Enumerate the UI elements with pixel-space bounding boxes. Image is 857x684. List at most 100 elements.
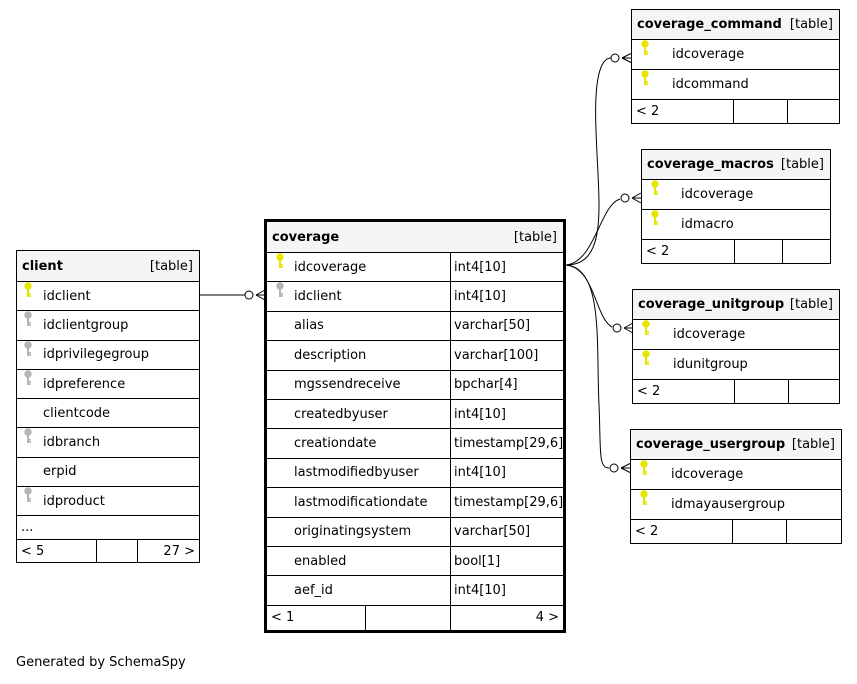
column-name: aef_id: [294, 582, 333, 598]
footer-child-count[interactable]: [787, 100, 839, 123]
footer-spacer: [365, 605, 450, 630]
column-row[interactable]: idbranch: [17, 428, 199, 458]
table-footer: < 2: [642, 240, 830, 263]
foreign-key-icon: [23, 311, 35, 339]
footer-spacer: [96, 540, 137, 563]
table-type-tag: [table]: [780, 157, 824, 172]
column-row[interactable]: createdbyuser int4[10]: [267, 399, 563, 430]
column-row[interactable]: idcommand: [632, 70, 839, 100]
column-name: idproduct: [43, 493, 105, 509]
column-row[interactable]: idclientgroup: [17, 311, 199, 341]
column-type: timestamp[29,6]: [450, 429, 563, 458]
table-footer: < 2: [631, 520, 841, 543]
column-row[interactable]: erpid: [17, 458, 199, 488]
primary-key-icon: [639, 460, 651, 489]
column-row[interactable]: clientcode: [17, 399, 199, 429]
footer-parent-count[interactable]: < 1: [271, 610, 295, 626]
table-header: coverage_usergroup [table]: [631, 430, 841, 460]
foreign-key-icon: [23, 487, 35, 515]
column-row[interactable]: idunitgroup: [633, 350, 839, 380]
footer-child-count[interactable]: [788, 380, 839, 403]
table-header: coverage_command [table]: [632, 10, 839, 40]
primary-key-icon: [650, 210, 662, 239]
column-row[interactable]: idcoverage: [631, 460, 841, 490]
column-list: idcoverage idunitgroup: [633, 320, 839, 380]
column-name: idclient: [43, 288, 91, 304]
primary-key-icon: [641, 320, 653, 349]
footer-parent-count[interactable]: < 2: [635, 524, 659, 539]
footer-child-count[interactable]: 4 >: [450, 605, 563, 630]
column-row[interactable]: ...: [17, 516, 199, 541]
column-name: idunitgroup: [673, 357, 748, 372]
zero-or-many-marker: [612, 323, 622, 333]
table-coverage-macros[interactable]: coverage_macros [table] idcoverage idmacr…: [641, 149, 831, 264]
column-row[interactable]: creationdate timestamp[29,6]: [267, 429, 563, 459]
column-row[interactable]: idmacro: [642, 210, 830, 240]
column-type: int4[10]: [450, 253, 563, 282]
footer-parent-count[interactable]: < 5: [21, 543, 45, 559]
column-name: idprivilegegroup: [43, 347, 149, 363]
footer-parent-count[interactable]: < 2: [646, 244, 670, 259]
table-footer: < 2: [633, 380, 839, 403]
column-row[interactable]: idcoverage: [642, 180, 830, 210]
table-coverage-usergroup[interactable]: coverage_usergroup [table] idcoverage idm…: [630, 429, 842, 544]
footer-parent-count[interactable]: < 2: [636, 104, 660, 119]
table-header: coverage_macros [table]: [642, 150, 830, 180]
column-name: createdbyuser: [294, 406, 388, 422]
column-type: bool[1]: [450, 546, 563, 576]
column-name: mgssendreceive: [294, 377, 401, 393]
footer-spacer: [732, 520, 786, 543]
crows-foot-marker: [620, 462, 632, 474]
column-row[interactable]: idproduct: [17, 487, 199, 517]
footer-child-count[interactable]: 27 >: [137, 540, 199, 563]
footer-spacer: [734, 380, 788, 403]
zero-or-many-marker: [610, 53, 620, 63]
column-name: idmacro: [681, 217, 734, 232]
crows-foot-marker: [623, 322, 634, 334]
column-type: timestamp[29,6]: [450, 488, 563, 517]
footer-spacer: [734, 240, 782, 263]
column-row[interactable]: idclient: [17, 282, 199, 312]
zero-or-many-marker: [620, 193, 630, 203]
footer-spacer: [733, 100, 787, 123]
column-row[interactable]: idcoverage: [632, 40, 839, 70]
foreign-key-icon: [23, 370, 35, 398]
primary-key-icon: [23, 282, 35, 310]
column-row[interactable]: idprivilegegroup: [17, 340, 199, 370]
table-type-tag: [table]: [513, 229, 557, 245]
column-name: creationdate: [294, 436, 377, 452]
table-name: coverage_usergroup: [636, 437, 786, 452]
column-row[interactable]: idcoverage: [633, 320, 839, 350]
footer-child-count[interactable]: [786, 520, 841, 543]
table-type-tag: [table]: [791, 437, 835, 452]
column-row[interactable]: enabled bool[1]: [267, 546, 563, 577]
column-name: idclient: [294, 289, 342, 305]
column-name: enabled: [294, 553, 347, 569]
column-type: int4[10]: [450, 399, 563, 429]
relationship-coverage-command: [565, 57, 612, 266]
column-name: idcoverage: [671, 467, 744, 482]
table-header: coverage [table]: [267, 222, 563, 253]
column-type: int4[10]: [450, 458, 563, 488]
table-coverage-command[interactable]: coverage_command [table] idcoverage idcom…: [631, 9, 840, 124]
primary-key-icon: [275, 253, 287, 281]
footer-parent-count[interactable]: < 2: [637, 384, 661, 399]
table-name: coverage: [272, 229, 340, 245]
column-row[interactable]: idpreference: [17, 370, 199, 400]
column-row[interactable]: idmayausergroup: [631, 490, 841, 520]
footer-child-count[interactable]: [782, 240, 830, 263]
column-name: idcommand: [672, 77, 749, 92]
